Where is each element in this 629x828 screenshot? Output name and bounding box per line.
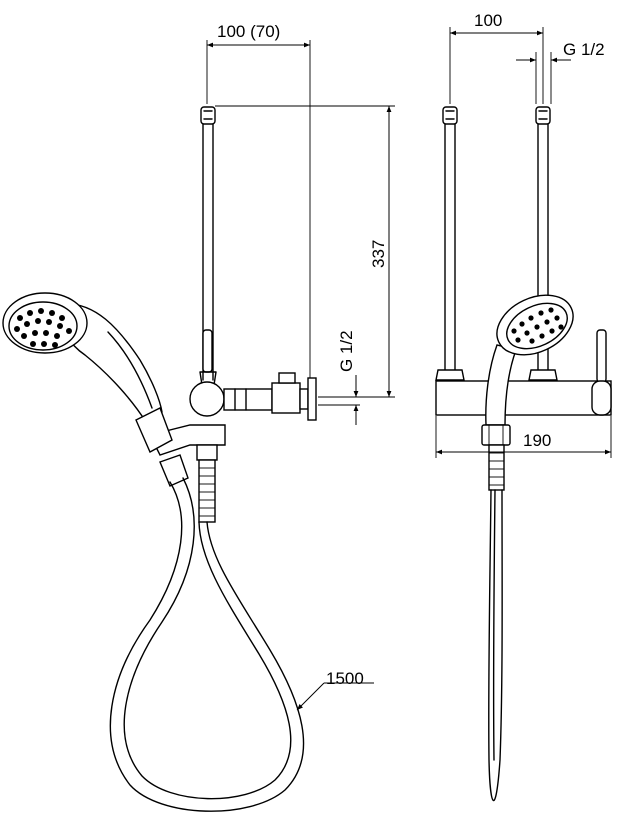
dimension-right-thread: G 1/2 xyxy=(516,40,605,104)
front-view: 100 (70) 337 G 1/2 xyxy=(2,22,395,812)
hose-fittings xyxy=(159,454,216,523)
dimension-label-right-body: 190 xyxy=(523,431,551,450)
dimension-right-body-width: 190 xyxy=(435,416,612,458)
angle-valve-connector xyxy=(223,372,317,421)
hand-shower-side xyxy=(481,294,574,446)
dimension-left-height: 337 xyxy=(215,105,395,398)
dimension-label-hose-length: 1500 xyxy=(326,669,364,688)
spray-nozzles xyxy=(14,308,72,348)
mixer-body-side xyxy=(435,329,612,416)
dimension-label-left-thread: G 1/2 xyxy=(337,330,356,372)
hand-shower xyxy=(2,292,173,453)
dimension-label-right-top: 100 xyxy=(474,11,502,30)
shower-hose-side xyxy=(488,444,505,802)
dimension-label-left-height: 337 xyxy=(369,240,388,268)
dimension-hose-length: 1500 xyxy=(296,669,374,711)
dimension-left-top-width: 100 (70) xyxy=(206,22,311,398)
dimension-label-left-top: 100 (70) xyxy=(217,22,280,41)
shower-hose xyxy=(109,477,305,812)
mixer-body xyxy=(189,381,225,417)
spray-nozzles-side xyxy=(511,307,564,344)
side-view: 100 G 1/2 xyxy=(435,11,612,802)
dimension-left-thread: G 1/2 xyxy=(318,330,360,425)
dimension-right-top-width: 100 xyxy=(449,11,544,104)
dimension-label-right-thread: G 1/2 xyxy=(563,40,605,59)
